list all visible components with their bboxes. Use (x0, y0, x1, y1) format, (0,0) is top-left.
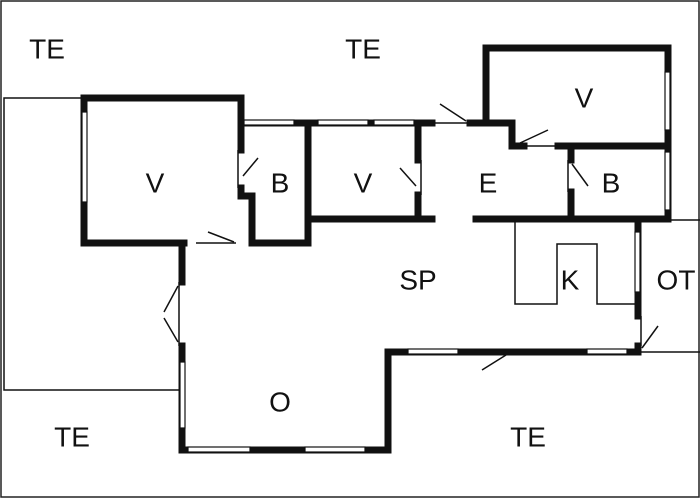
windows (81, 71, 671, 453)
label-bedroom-right: V (575, 82, 594, 113)
label-terrace-bottom-right: TE (510, 421, 546, 452)
label-living: SP (399, 264, 436, 295)
label-kitchen: K (561, 264, 580, 295)
label-terrace-bottom-left: TE (54, 421, 90, 452)
label-entrance: E (479, 167, 498, 198)
label-storage: OT (657, 264, 696, 295)
label-bedroom-center: V (354, 167, 373, 198)
label-bedroom-left: V (146, 167, 165, 198)
kitchen-counter (514, 222, 636, 305)
label-bath-left: B (271, 167, 290, 198)
label-terrace-top-left: TE (29, 33, 65, 64)
terrace-outline-left (3, 97, 182, 391)
label-bath-right: B (602, 167, 621, 198)
label-lounge: O (269, 386, 291, 417)
label-terrace-top-center: TE (345, 33, 381, 64)
doors (163, 103, 659, 371)
